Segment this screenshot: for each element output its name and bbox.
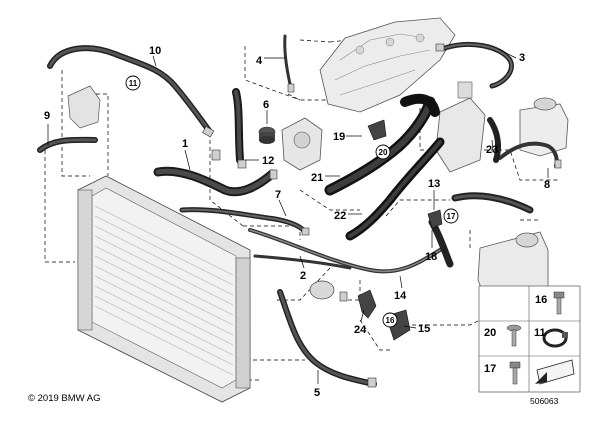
circled-ref-20: 20 [379, 148, 388, 157]
circled-ref-17: 17 [447, 212, 456, 221]
callout-9: 9 [44, 110, 50, 122]
legend-number-16: 16 [535, 294, 547, 306]
valve-body [67, 85, 101, 129]
callout-14: 14 [394, 290, 407, 302]
callout-19: 19 [333, 131, 345, 143]
callout-18: 18 [425, 251, 437, 263]
callout-3: 3 [519, 52, 525, 64]
coolant-pump-housing [435, 81, 486, 173]
callout-10: 10 [149, 45, 161, 57]
callout-leaders [47, 49, 549, 384]
hose-clamps [202, 43, 562, 388]
fastener-legend [478, 285, 581, 393]
circled-ref-11: 11 [129, 79, 138, 88]
screw-16-icon [553, 291, 565, 315]
figure-number: 506063 [530, 396, 559, 406]
callout-24: 24 [354, 324, 367, 336]
screw-17-icon [509, 361, 521, 385]
legend-number-17: 17 [484, 363, 496, 375]
callout-21: 21 [311, 172, 323, 184]
hoses [37, 34, 559, 387]
callout-15: 15 [418, 323, 430, 335]
callout-12: 12 [262, 155, 274, 167]
callout-23: 23 [486, 144, 498, 156]
electric-coolant-pump [309, 280, 335, 300]
callout-13: 13 [428, 178, 440, 190]
thermostat-housing [281, 117, 323, 171]
screw-20-icon [506, 324, 522, 347]
sealing-cap [258, 126, 276, 144]
copyright-notice: © 2019 BMW AG [28, 393, 101, 404]
intake-manifold [319, 17, 456, 113]
legend-numbers: 16 20 11 17 [484, 294, 547, 375]
callout-4: 4 [256, 55, 263, 67]
callout-8: 8 [544, 179, 550, 191]
legend-number-20: 20 [484, 327, 496, 339]
legend-number-11: 11 [534, 327, 546, 339]
hose-clamp-11-icon [542, 328, 568, 348]
callout-7: 7 [275, 189, 281, 201]
callout-numbers: 10 9 1 4 6 12 7 3 19 21 22 23 8 13 18 2 … [44, 45, 550, 399]
callout-6: 6 [263, 99, 269, 111]
circled-ref-16: 16 [386, 316, 395, 325]
coolant-reservoir [519, 97, 569, 157]
callout-22: 22 [334, 210, 346, 222]
arrow-icon [535, 359, 575, 385]
callout-2: 2 [300, 270, 306, 282]
callout-5: 5 [314, 387, 320, 399]
callout-1: 1 [182, 138, 188, 150]
circled-references: 11 20 17 16 [125, 75, 459, 328]
radiator [77, 175, 251, 403]
